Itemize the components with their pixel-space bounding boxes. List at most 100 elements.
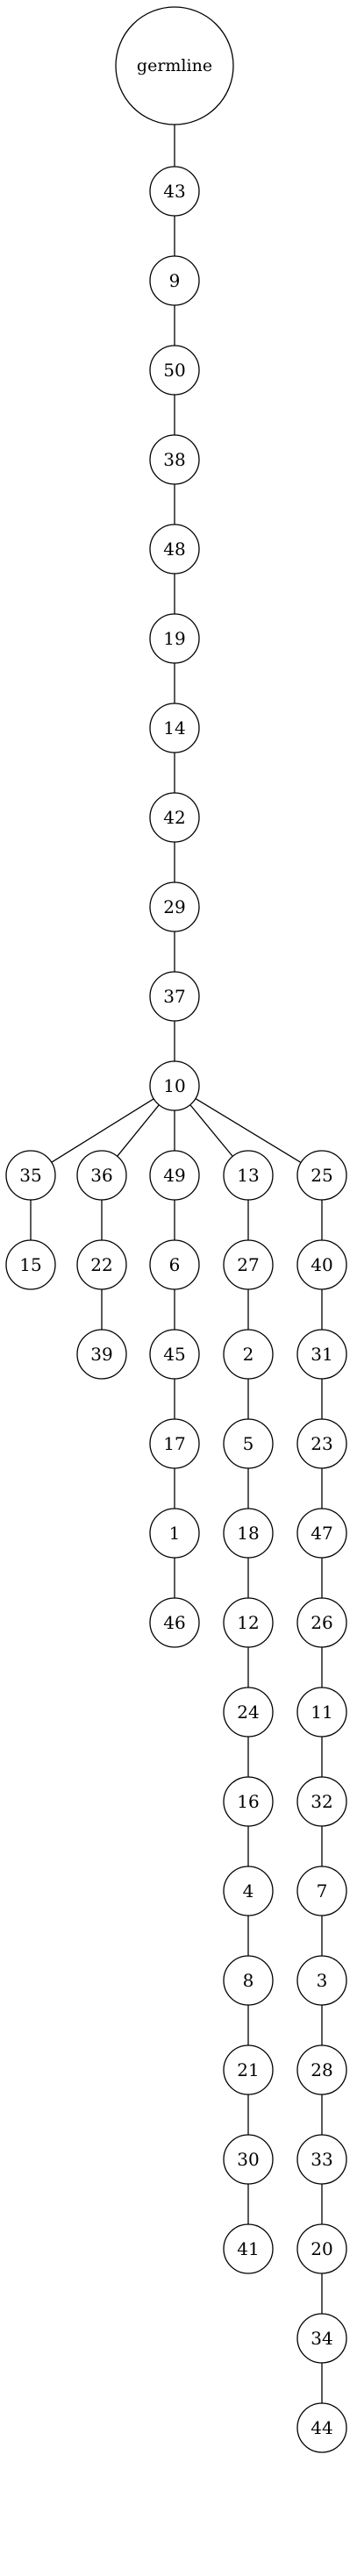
node-circle xyxy=(149,792,200,843)
node-38: 38 xyxy=(149,434,200,485)
node-31: 31 xyxy=(296,1329,347,1380)
node-27: 27 xyxy=(223,1239,274,1290)
node-circle xyxy=(223,2134,274,2185)
node-circle xyxy=(296,1866,347,1916)
node-label: 42 xyxy=(163,807,185,828)
node-13: 13 xyxy=(223,1150,274,1201)
node-circle xyxy=(223,1776,274,1827)
edges-layer xyxy=(30,125,323,2403)
node-circle xyxy=(149,1418,200,1469)
node-label: 14 xyxy=(163,717,185,739)
node-50: 50 xyxy=(149,345,200,396)
node-2: 2 xyxy=(223,1329,274,1380)
node-label: 37 xyxy=(163,986,185,1007)
node-44: 44 xyxy=(296,2402,347,2453)
node-22: 22 xyxy=(76,1239,127,1290)
node-24: 24 xyxy=(223,1687,274,1738)
node-48: 48 xyxy=(149,524,200,574)
node-label: 13 xyxy=(237,1165,259,1186)
node-circle xyxy=(296,1597,347,1648)
node-20: 20 xyxy=(296,2223,347,2274)
node-label: 29 xyxy=(163,896,185,917)
node-label: 31 xyxy=(311,1344,332,1365)
node-17: 17 xyxy=(149,1418,200,1469)
node-circle xyxy=(149,1060,200,1111)
node-label: 18 xyxy=(237,1523,259,1544)
node-label: 3 xyxy=(317,1970,328,1991)
node-circle xyxy=(223,1150,274,1201)
node-36: 36 xyxy=(76,1150,127,1201)
node-circle xyxy=(296,1150,347,1201)
node-label: 16 xyxy=(237,1791,259,1812)
node-label: 5 xyxy=(243,1433,254,1454)
node-circle xyxy=(223,1866,274,1916)
node-circle xyxy=(296,1418,347,1469)
node-label: 32 xyxy=(311,1791,332,1812)
nodes-layer: germline43950384819144229371035153622394… xyxy=(5,6,347,2453)
node-label: 33 xyxy=(311,2149,332,2170)
node-label: 43 xyxy=(163,181,185,202)
node-label: 50 xyxy=(163,360,185,381)
node-circle xyxy=(149,971,200,1022)
node-circle xyxy=(149,1597,200,1648)
node-14: 14 xyxy=(149,703,200,753)
node-25: 25 xyxy=(296,1150,347,1201)
node-26: 26 xyxy=(296,1597,347,1648)
node-label: 48 xyxy=(163,539,185,560)
node-42: 42 xyxy=(149,792,200,843)
edge-10-36 xyxy=(117,1104,160,1157)
node-label: 1 xyxy=(169,1523,181,1544)
node-circle xyxy=(296,1687,347,1738)
node-circle xyxy=(149,703,200,753)
node-label: 11 xyxy=(311,1702,332,1723)
node-37: 37 xyxy=(149,971,200,1022)
node-label: 9 xyxy=(169,270,181,291)
node-circle xyxy=(296,2402,347,2453)
node-10: 10 xyxy=(149,1060,200,1111)
node-label: 24 xyxy=(237,1702,259,1723)
node-label: 2 xyxy=(243,1344,254,1365)
node-label: 49 xyxy=(163,1165,185,1186)
node-circle xyxy=(149,255,200,306)
node-circle xyxy=(296,1508,347,1559)
node-circle xyxy=(149,1239,200,1290)
node-label: 36 xyxy=(90,1165,112,1186)
node-label: 46 xyxy=(163,1612,185,1633)
node-circle xyxy=(296,1776,347,1827)
node-circle xyxy=(296,1955,347,2006)
node-label: 38 xyxy=(163,449,185,470)
node-circle xyxy=(149,613,200,664)
node-label: 30 xyxy=(237,2149,259,2170)
node-label: 12 xyxy=(237,1612,259,1633)
node-7: 7 xyxy=(296,1866,347,1916)
node-5: 5 xyxy=(223,1418,274,1469)
node-28: 28 xyxy=(296,2044,347,2095)
node-label: 10 xyxy=(163,1075,185,1096)
node-label: 40 xyxy=(311,1254,332,1275)
node-circle xyxy=(76,1150,127,1201)
node-label: 26 xyxy=(311,1612,332,1633)
node-43: 43 xyxy=(149,166,200,217)
node-40: 40 xyxy=(296,1239,347,1290)
node-label: 47 xyxy=(311,1523,332,1544)
node-9: 9 xyxy=(149,255,200,306)
node-33: 33 xyxy=(296,2134,347,2185)
edge-10-35 xyxy=(51,1098,154,1163)
node-circle xyxy=(149,345,200,396)
node-11: 11 xyxy=(296,1687,347,1738)
node-32: 32 xyxy=(296,1776,347,1827)
edge-10-25 xyxy=(195,1097,302,1164)
node-circle xyxy=(296,1329,347,1380)
edge-10-13 xyxy=(189,1104,233,1157)
node-circle xyxy=(296,2134,347,2185)
node-41: 41 xyxy=(223,2223,274,2274)
node-circle xyxy=(223,1597,274,1648)
node-circle xyxy=(223,2223,274,2274)
node-circle xyxy=(296,2223,347,2274)
node-label: 22 xyxy=(90,1254,112,1275)
node-circle xyxy=(296,1239,347,1290)
node-label: 28 xyxy=(311,2059,332,2080)
node-15: 15 xyxy=(5,1239,56,1290)
node-label: 25 xyxy=(311,1165,332,1186)
node-root: germline xyxy=(115,6,234,125)
